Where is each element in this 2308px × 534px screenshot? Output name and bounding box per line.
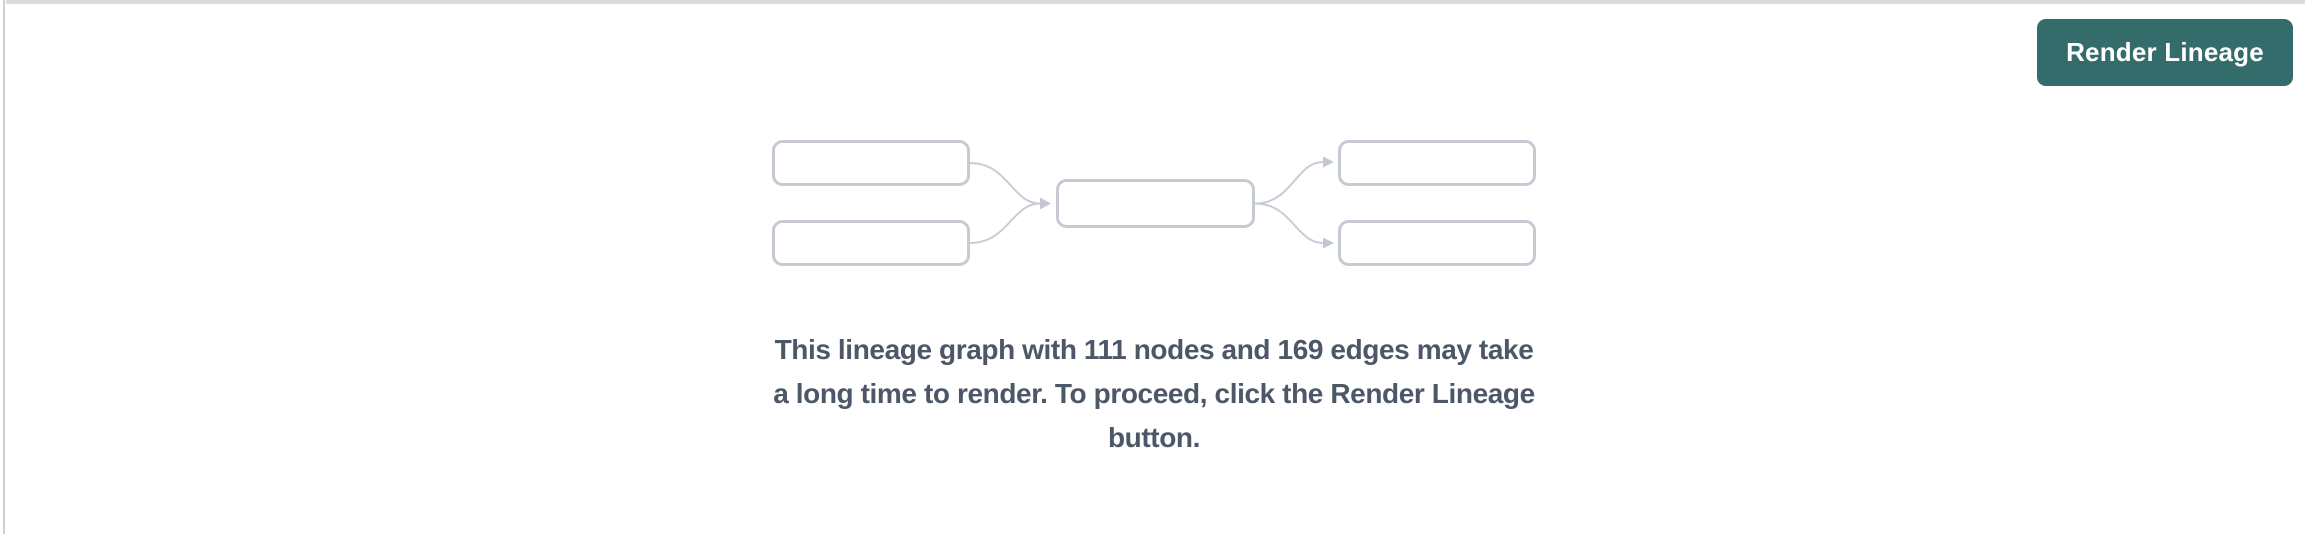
message-line: button. xyxy=(1107,422,1201,453)
arrowhead-icon xyxy=(1323,156,1334,168)
render-warning-message: This lineage graph with 111 nodes and 16… xyxy=(773,328,1535,460)
placeholder-node xyxy=(772,220,970,266)
placeholder-edge xyxy=(969,162,1041,205)
placeholder-node xyxy=(1056,179,1255,228)
lineage-placeholder-graphic xyxy=(772,140,1536,266)
placeholder-node xyxy=(772,140,970,186)
arrowhead-icon xyxy=(1323,237,1334,249)
placeholder-edge xyxy=(969,202,1041,244)
placeholder-edge xyxy=(1254,202,1324,244)
arrowhead-icon xyxy=(1040,197,1051,210)
render-lineage-button[interactable]: Render Lineage xyxy=(2037,19,2293,86)
message-line: This lineage graph with 111 nodes and 16… xyxy=(774,334,1534,365)
pane-resize-handle[interactable] xyxy=(6,0,2305,4)
placeholder-node xyxy=(1338,140,1536,186)
panel-left-border xyxy=(3,0,5,534)
placeholder-node xyxy=(1338,220,1536,266)
message-line: a long time to render. To proceed, click… xyxy=(773,378,1535,409)
placeholder-edge xyxy=(1254,161,1324,205)
